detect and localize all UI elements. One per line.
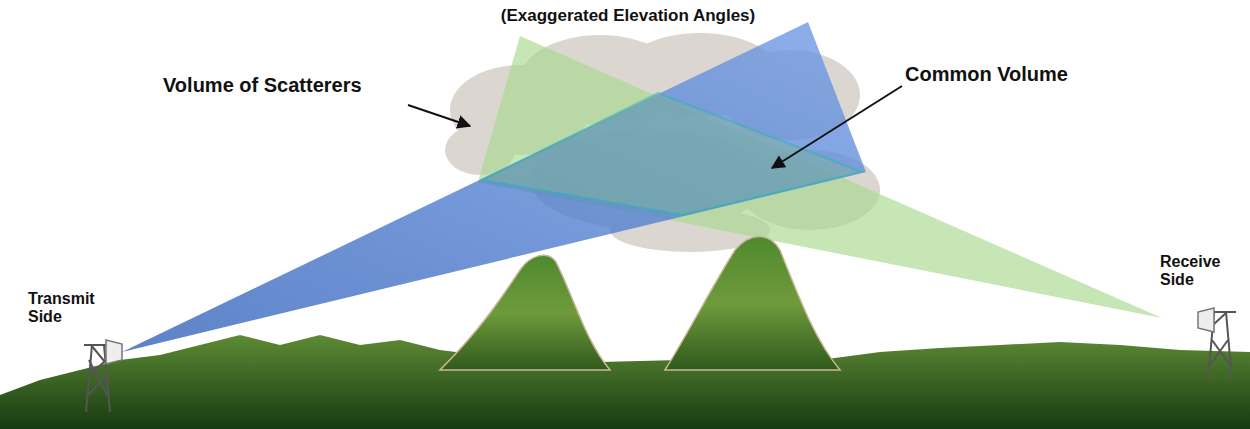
subtitle-note: (Exaggerated Elevation Angles) (501, 6, 755, 26)
ground (0, 335, 1250, 429)
callout-label: Volume of Scatterers (163, 74, 362, 97)
common-volume (482, 93, 862, 215)
leader-arrow (772, 86, 902, 168)
transmit-dish (106, 340, 122, 364)
mountain (440, 255, 610, 370)
leader-arrow (408, 105, 470, 126)
receive-dish (1198, 308, 1214, 332)
site-label: Transmit Side (28, 290, 104, 327)
callout-label: Common Volume (905, 63, 1068, 86)
mountain (665, 237, 840, 371)
site-label: Receive Side (1160, 253, 1228, 290)
